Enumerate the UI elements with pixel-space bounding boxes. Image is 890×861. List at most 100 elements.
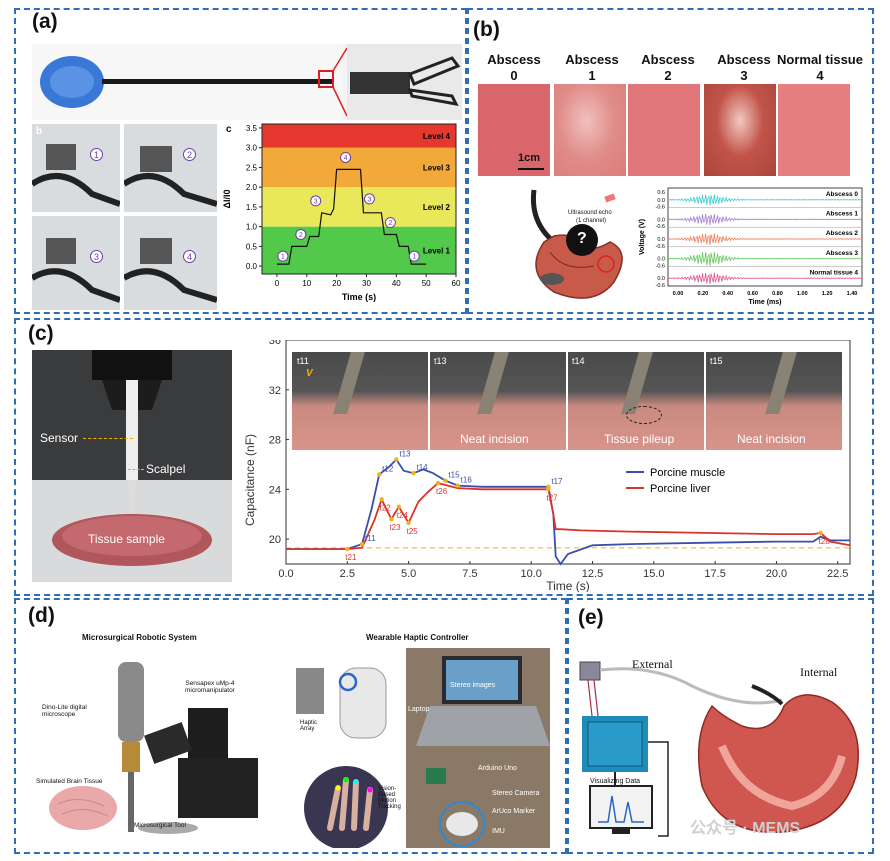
x-tick-label-2: 5.0 bbox=[401, 568, 416, 580]
voltage-trace-2 bbox=[667, 233, 863, 245]
level-band-4 bbox=[262, 124, 456, 148]
plot-frame bbox=[285, 340, 851, 565]
gripper-circle-3: 3 bbox=[90, 250, 103, 263]
ultrasound-sub: (1 channel) bbox=[576, 218, 607, 224]
blue-annotation-6: t17 bbox=[551, 477, 563, 486]
y-tick-label-3: 0.0 bbox=[657, 217, 665, 223]
gripper-circle-1: 1 bbox=[90, 148, 103, 161]
x-tick-label-5: 12.5 bbox=[582, 568, 603, 580]
tissue-photo-3 bbox=[704, 84, 776, 176]
plot-frame bbox=[261, 123, 457, 275]
series-line bbox=[276, 168, 427, 265]
x-tick-label-7: 17.5 bbox=[704, 568, 725, 580]
label-brain-tissue: Simulated Brain Tissue bbox=[36, 778, 103, 785]
label-internal: Internal bbox=[800, 665, 838, 679]
blue-annotation-0: t11 bbox=[365, 534, 376, 543]
y-tick-label-7: 0.0 bbox=[657, 257, 665, 263]
strip-caption-1: Neat incision bbox=[460, 432, 529, 446]
capsule-system-drawing bbox=[579, 661, 859, 837]
x-tick-label-1: 2.5 bbox=[340, 568, 355, 580]
level-label-4: Level 4 bbox=[423, 132, 451, 141]
x-tick-label-3: 7.5 bbox=[462, 568, 477, 580]
red-annotation-7: t28 bbox=[819, 537, 831, 546]
red-point-6 bbox=[546, 487, 551, 492]
blue-annotation-5: t16 bbox=[461, 476, 473, 485]
x-tick-label-3: 0.60 bbox=[747, 291, 758, 297]
blue-point-3 bbox=[411, 470, 416, 476]
red-point-4 bbox=[406, 520, 411, 526]
level-marker-label-3: 4 bbox=[344, 155, 348, 162]
level-band-3 bbox=[262, 147, 456, 188]
sensor-label: Sensor bbox=[40, 431, 79, 445]
blue-point-0 bbox=[359, 541, 365, 547]
x-tick-label-1: 0.20 bbox=[697, 291, 708, 297]
level-label-2: Level 2 bbox=[423, 203, 451, 212]
red-annotation-0: t21 bbox=[345, 553, 357, 562]
scalpel-label: Scalpel bbox=[146, 462, 186, 476]
y-tick-label-4: 36 bbox=[269, 340, 281, 347]
x-tick-label-4: 40 bbox=[392, 279, 401, 288]
tissue-index-2: 2 bbox=[664, 68, 672, 83]
sublabel-c: c bbox=[226, 124, 232, 135]
blue-point-4 bbox=[443, 478, 448, 483]
x-tick-label-5: 50 bbox=[422, 279, 431, 288]
level-marker-5 bbox=[384, 217, 396, 229]
tissue-photo-0 bbox=[478, 84, 550, 176]
tissue-photo-1 bbox=[554, 84, 626, 176]
laptop-setup-photo bbox=[406, 648, 550, 848]
scale-bar-label: 1cm bbox=[518, 152, 541, 164]
plot-frame bbox=[667, 187, 863, 287]
label-micromanipulator: Sensapex uMp-4 micromanipulator bbox=[185, 680, 235, 694]
tissue-photo-2 bbox=[628, 84, 700, 176]
d-title-right: Wearable Haptic Controller bbox=[366, 633, 469, 642]
panel-label-c: (c) bbox=[28, 322, 54, 345]
series-name-3: Abscess 3 bbox=[826, 250, 859, 257]
panel-d bbox=[14, 598, 567, 854]
red-annotation-6: t27 bbox=[546, 493, 558, 502]
series-name-1: Abscess 1 bbox=[826, 211, 859, 218]
level-marker-label-5: 2 bbox=[388, 220, 392, 227]
gripper-photo-4 bbox=[124, 216, 217, 310]
x-tick-label-1: 10 bbox=[302, 279, 311, 288]
x-tick-label-8: 20.0 bbox=[766, 568, 787, 580]
gripper-circle-2: 2 bbox=[183, 148, 196, 161]
legend-label-0: Porcine muscle bbox=[650, 467, 725, 479]
tissue-header-3: Abscess bbox=[717, 52, 771, 67]
x-tick-label-2: 20 bbox=[332, 279, 341, 288]
y-tick-label-1: 0.5 bbox=[246, 242, 258, 251]
red-annotation-1: t22 bbox=[380, 503, 392, 512]
voltage-trace-3 bbox=[667, 251, 863, 266]
level-marker-label-1: 2 bbox=[299, 232, 303, 239]
robotic-system-drawing bbox=[49, 662, 258, 834]
x-tick-label-0: 0.00 bbox=[673, 291, 684, 297]
scalpel-pointer bbox=[128, 469, 144, 470]
strip-caption-2: Tissue pileup bbox=[604, 432, 675, 446]
scale-bar bbox=[518, 168, 544, 170]
y-tick-label-3: 32 bbox=[269, 385, 281, 397]
tissue-index-1: 1 bbox=[588, 68, 596, 83]
level-band-2 bbox=[262, 187, 456, 227]
y-axis-label: ΔI/I0 bbox=[222, 190, 232, 209]
x-tick-label-0: 0.0 bbox=[278, 568, 293, 580]
level-marker-2 bbox=[310, 195, 322, 207]
panel-c bbox=[14, 318, 874, 596]
y-tick-label-9: 0.0 bbox=[657, 276, 665, 282]
legend-label-1: Porcine liver bbox=[650, 483, 711, 495]
watermark: 公众号 · MEMS bbox=[690, 820, 801, 837]
blue-point-1 bbox=[376, 472, 382, 477]
level-label-3: Level 3 bbox=[423, 163, 451, 172]
x-tick-label-4: 0.80 bbox=[772, 291, 783, 297]
y-tick-label-8: -0.6 bbox=[656, 263, 665, 269]
red-annotation-3: t24 bbox=[397, 511, 409, 520]
label-aruco: ArUco Marker bbox=[492, 808, 536, 815]
y-tick-label-1: 24 bbox=[269, 484, 281, 496]
level-marker-label-0: 1 bbox=[281, 254, 285, 261]
y-tick-label-2: -0.6 bbox=[656, 205, 665, 211]
voltage-trace-1 bbox=[667, 213, 863, 226]
x-tick-label-2: 0.40 bbox=[722, 291, 733, 297]
tissue-index-3: 3 bbox=[740, 68, 748, 83]
y-tick-label-10: -0.6 bbox=[656, 283, 665, 289]
blue-annotation-2: t13 bbox=[399, 449, 411, 458]
label-arduino: Arduino Uno bbox=[478, 765, 517, 772]
